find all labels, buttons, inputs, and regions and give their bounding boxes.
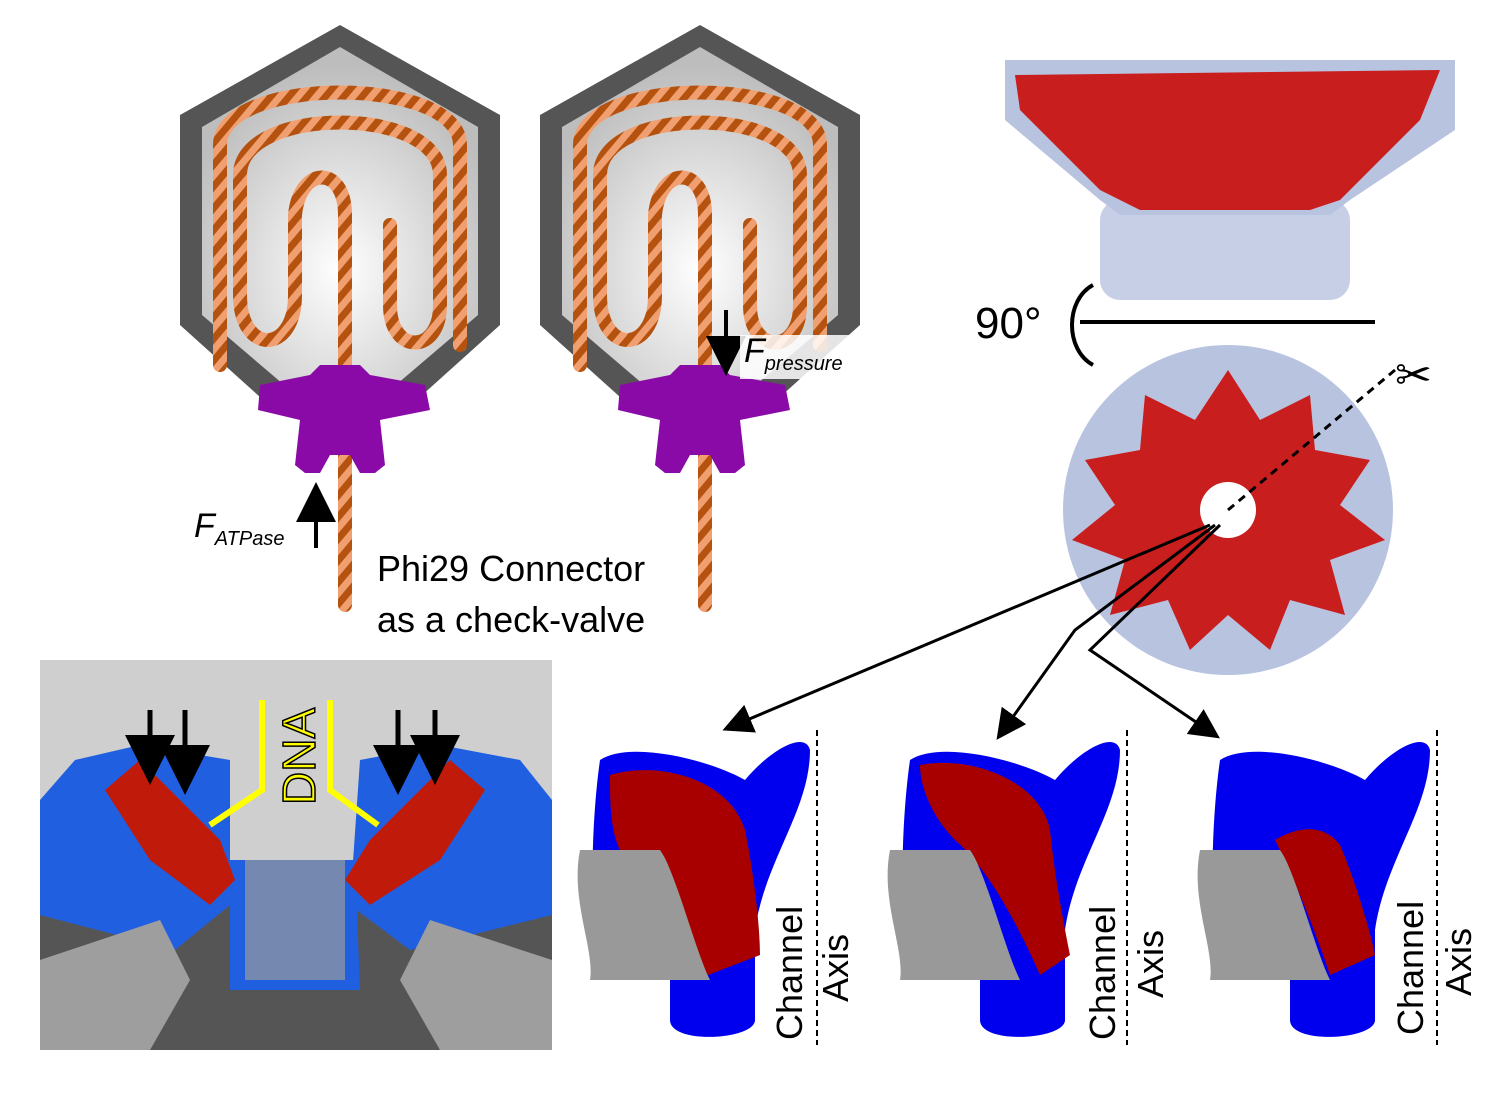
scissors-icon: ✂: [1395, 351, 1432, 400]
caption-line-1: Phi29 Connector: [377, 548, 645, 589]
caption-line-2: as a check-valve: [377, 599, 645, 640]
channel-axis-label-2a: Channel: [1082, 906, 1123, 1040]
domain-schematic-2: [887, 730, 1128, 1045]
domain-schematic-1: [577, 730, 818, 1045]
connector-side-view: [1005, 60, 1455, 300]
channel-axis-label-3a: Channel: [1390, 901, 1431, 1035]
channel-axis-label-1b: Axis: [815, 934, 856, 1002]
rotation-label: 90°: [975, 299, 1042, 348]
dna-label: DNA: [273, 708, 325, 805]
channel-axis-label-1a: Channel: [769, 906, 810, 1040]
channel-axis-label-3b: Axis: [1438, 928, 1479, 996]
capsid-left-diagram: [180, 25, 500, 605]
atpase-force-label: FATPase: [194, 507, 284, 550]
rotation-arrow-icon: [1070, 283, 1095, 367]
pressure-force-label: Fpressure: [744, 332, 843, 375]
connector-cutaway-render: [40, 660, 552, 1050]
domain-schematic-3: [1197, 730, 1438, 1045]
channel-axis-label-2b: Axis: [1130, 930, 1171, 998]
capsid-right-diagram: [540, 25, 860, 605]
